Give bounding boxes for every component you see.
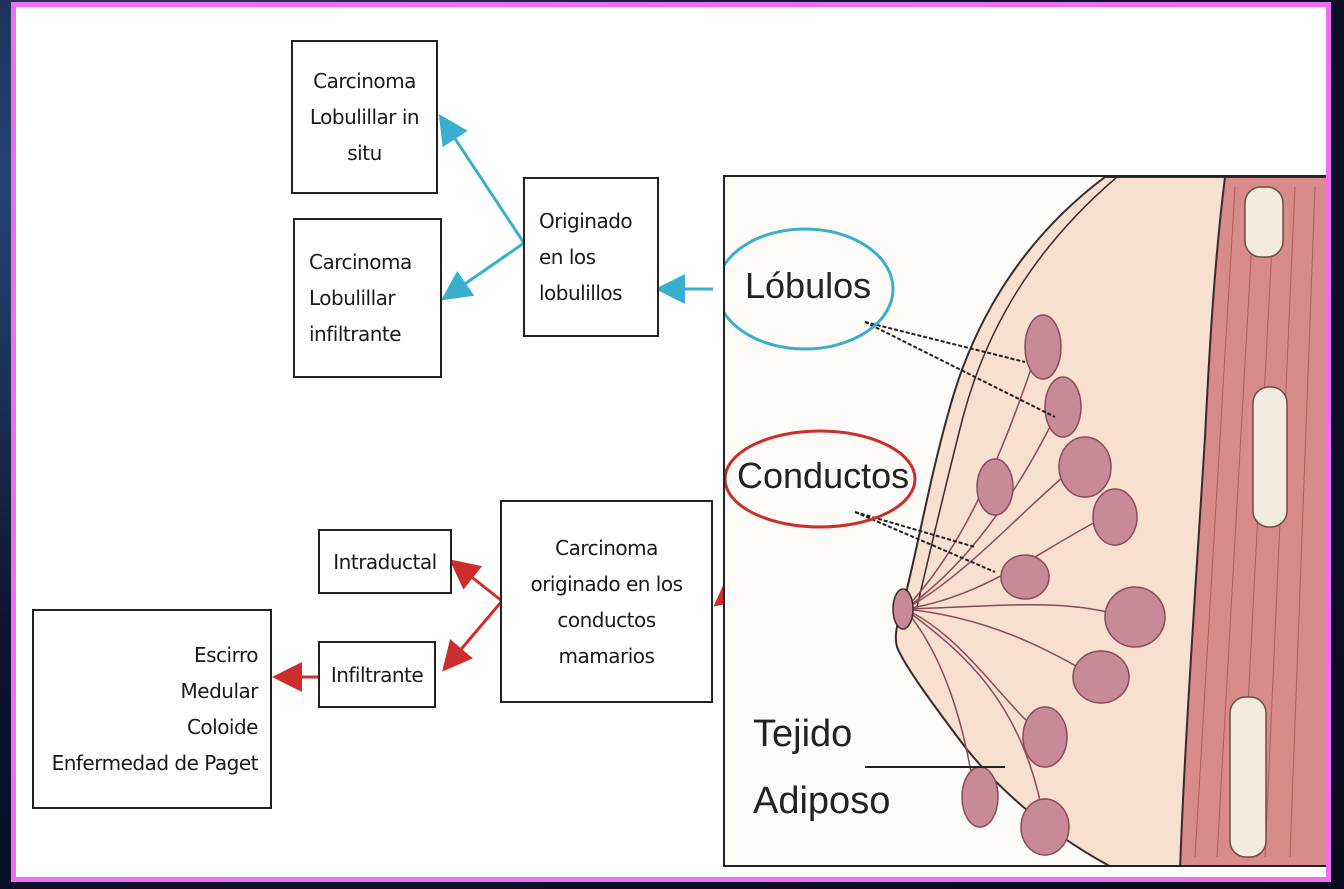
nipple	[892, 588, 914, 630]
box-carcinoma-originado-en-conductos: Carcinoma originado en los conductos mam…	[500, 500, 713, 703]
box-line: Coloide	[186, 715, 259, 739]
breast-anatomy-illustration: Lóbulos Conductos Tejido Adiposo	[723, 175, 1326, 867]
box-line: originado en los	[530, 571, 683, 596]
box-line: Infiltrante	[330, 662, 424, 687]
box-line: situ	[347, 141, 382, 165]
box-line: conductos	[557, 607, 656, 632]
arrow-mamarios-to-infiltrante	[442, 600, 504, 672]
box-line: infiltrante	[309, 322, 402, 346]
arrow-mamarios-to-intraductal	[449, 559, 503, 603]
rib-blocks	[1229, 186, 1288, 858]
conductos-oval	[725, 429, 917, 529]
box-line: mamarios	[558, 643, 655, 668]
lobules	[961, 314, 1166, 856]
skin-outline	[916, 177, 1118, 608]
box-line: Enfermedad de Paget	[51, 751, 259, 775]
box-intraductal: Intraductal	[318, 529, 452, 594]
label-tejido: Tejido	[753, 713, 853, 755]
box-line: lobulillos	[539, 281, 623, 305]
arrow-lobulillos-to-infiltrante	[441, 241, 525, 301]
box-line: Intraductal	[333, 549, 437, 574]
ducts	[904, 356, 1126, 828]
label-lobulos: Lóbulos	[745, 265, 872, 306]
box-line: Originado	[539, 209, 633, 233]
arrow-lobulillos-to-in-situ	[438, 113, 526, 244]
diagram-frame: Carcinoma Lobulillar in situ Carcinoma L…	[11, 2, 1331, 882]
box-line: Carcinoma	[313, 69, 416, 93]
box-subtypes: Escirro Medular Coloide Enfermedad de Pa…	[32, 609, 272, 809]
box-infiltrante: Infiltrante	[318, 641, 436, 708]
box-carcinoma-lobulillar-in-situ: Carcinoma Lobulillar in situ	[291, 40, 438, 194]
label-conductos: Conductos	[737, 455, 910, 496]
label-adiposo: Adiposo	[753, 780, 891, 822]
box-line: Carcinoma	[309, 250, 412, 274]
box-line: en los	[539, 245, 596, 269]
box-line: Medular	[180, 679, 259, 703]
box-line: Lobulillar in	[309, 105, 420, 129]
box-line: Escirro	[194, 643, 259, 667]
box-carcinoma-lobulillar-infiltrante: Carcinoma Lobulillar infiltrante	[293, 218, 442, 378]
box-line: Carcinoma	[555, 535, 658, 560]
box-line: Lobulillar	[309, 286, 396, 310]
box-originado-en-los-lobulillos: Originado en los lobulillos	[523, 177, 659, 337]
lobulos-oval	[725, 227, 895, 351]
chest-wall-muscle	[1179, 177, 1326, 865]
breast-anatomy-drawing	[725, 177, 1326, 865]
